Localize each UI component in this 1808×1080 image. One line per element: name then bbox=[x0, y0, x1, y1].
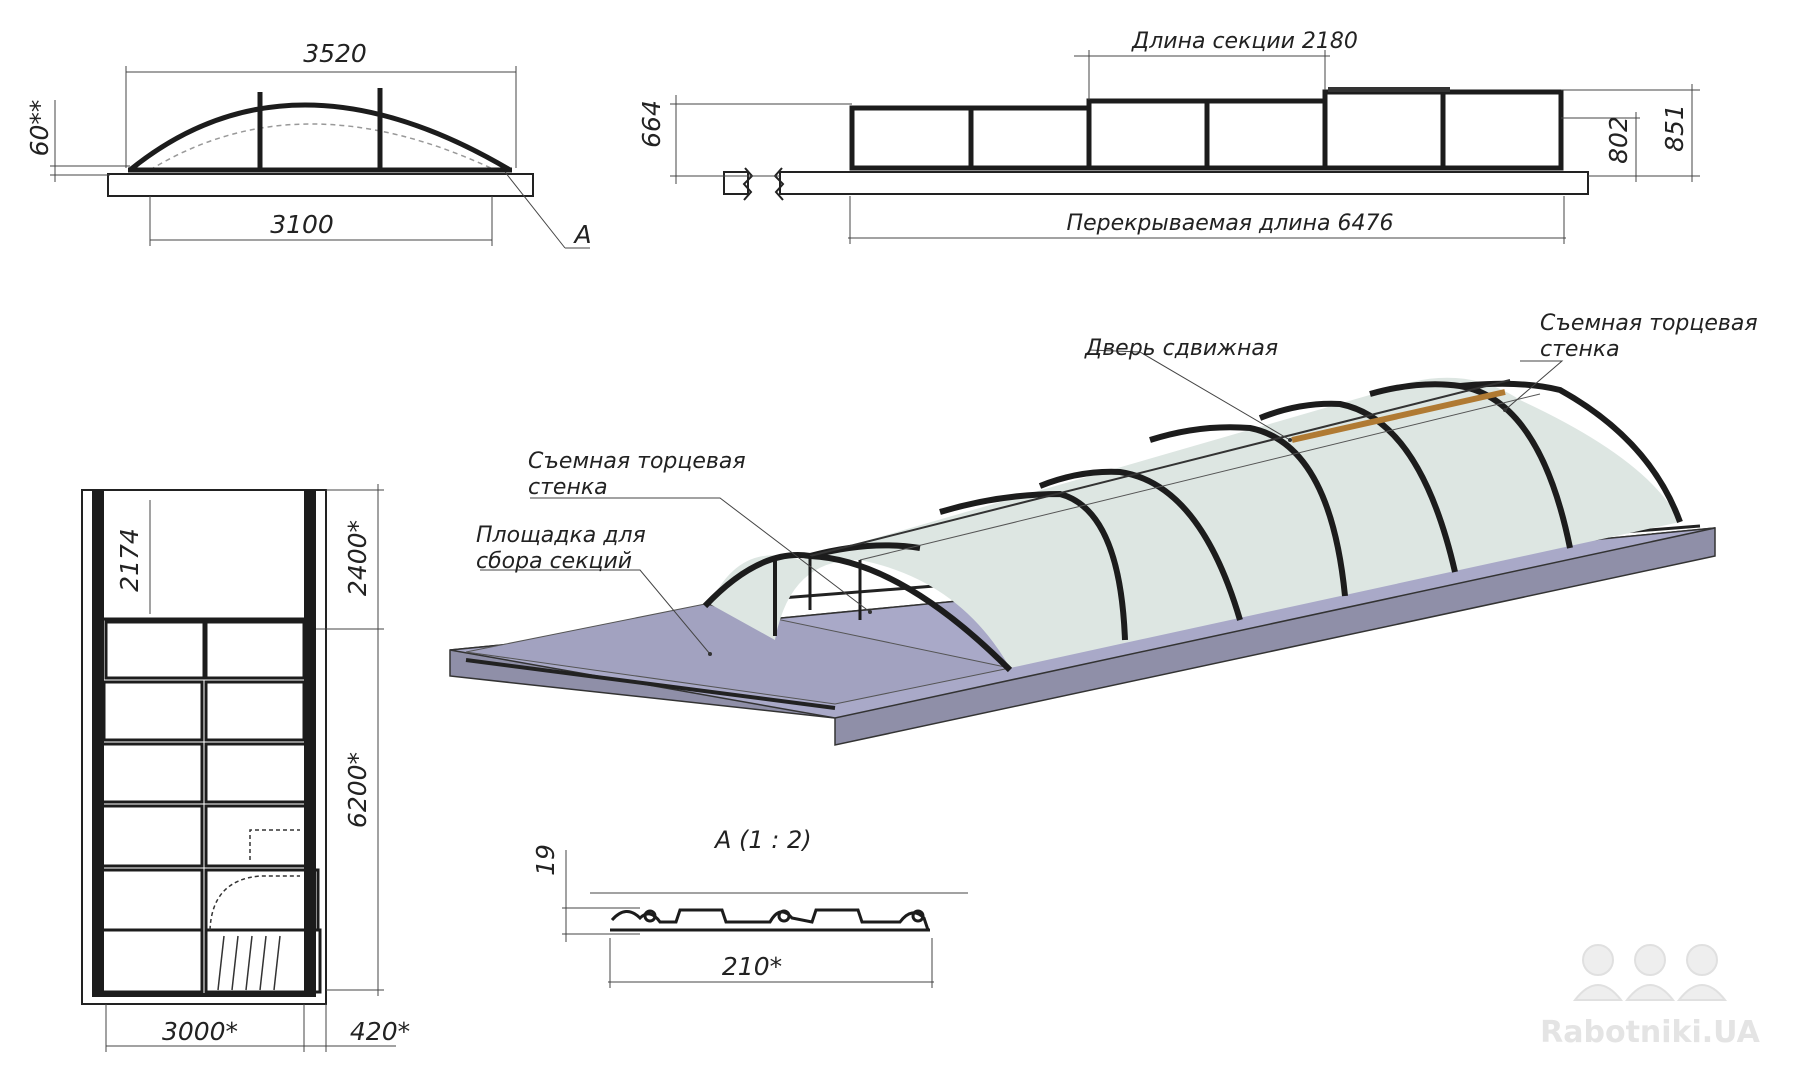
dim-front-rail: 60** bbox=[25, 100, 54, 157]
front-view: 3520 3100 60** A bbox=[25, 39, 592, 249]
dim-plan-width: 3000* bbox=[162, 1017, 238, 1046]
dim-side-max: 851 bbox=[1660, 104, 1689, 152]
dim-front-inner: 3100 bbox=[270, 210, 334, 239]
dim-section-length: Длина секции 2180 bbox=[1131, 29, 1358, 54]
label-end-wall-left-1: Съемная торцевая bbox=[528, 449, 746, 474]
dim-profile-height: 19 bbox=[531, 844, 560, 876]
dim-profile-width: 210* bbox=[722, 952, 782, 981]
dim-plan-platform: 2400* bbox=[343, 520, 372, 596]
profile-section bbox=[610, 908, 930, 932]
dim-covered-length: Перекрываемая длина 6476 bbox=[1067, 211, 1394, 236]
watermark-text: Rabotniki.UA bbox=[1540, 1015, 1760, 1050]
dim-plan-end: 2174 bbox=[115, 528, 144, 592]
dim-side-min: 664 bbox=[637, 100, 666, 148]
label-platform-1: Площадка для bbox=[476, 523, 646, 548]
label-sliding-door: Дверь сдвижная bbox=[1084, 336, 1278, 361]
dim-front-overall: 3520 bbox=[303, 39, 367, 68]
label-end-wall-right-2: стенка bbox=[1540, 337, 1620, 362]
watermark: Rabotniki.UA bbox=[1540, 944, 1761, 1050]
label-platform-2: сбора секций bbox=[476, 549, 632, 574]
side-view: Длина секции 2180 664 802 851 Перекрывае… bbox=[637, 29, 1700, 244]
plan-view: 2174 2400* 6200* 3000* 420* bbox=[81, 484, 410, 1052]
front-view-base bbox=[107, 173, 534, 197]
dim-plan-offset: 420* bbox=[350, 1017, 410, 1046]
dim-side-mid: 802 bbox=[1604, 116, 1633, 164]
dim-plan-covered: 6200* bbox=[343, 752, 372, 828]
plan-outline bbox=[81, 489, 327, 1005]
isometric-view: Дверь сдвижная Съемная торцевая стенка С… bbox=[449, 311, 1758, 746]
front-view-arch bbox=[128, 102, 512, 173]
arch-frame-1 bbox=[702, 552, 1013, 673]
detail-a: А (1 : 2) 19 210* bbox=[531, 826, 968, 988]
sliding-door-bar bbox=[1291, 389, 1506, 443]
label-end-wall-right-1: Съемная торцевая bbox=[1540, 311, 1758, 336]
watermark-logo-icon bbox=[1572, 944, 1728, 1001]
detail-callout: A bbox=[572, 220, 591, 249]
side-view-base bbox=[779, 171, 1589, 195]
label-end-wall-left-2: стенка bbox=[528, 475, 608, 500]
detail-title: А (1 : 2) bbox=[713, 826, 812, 854]
